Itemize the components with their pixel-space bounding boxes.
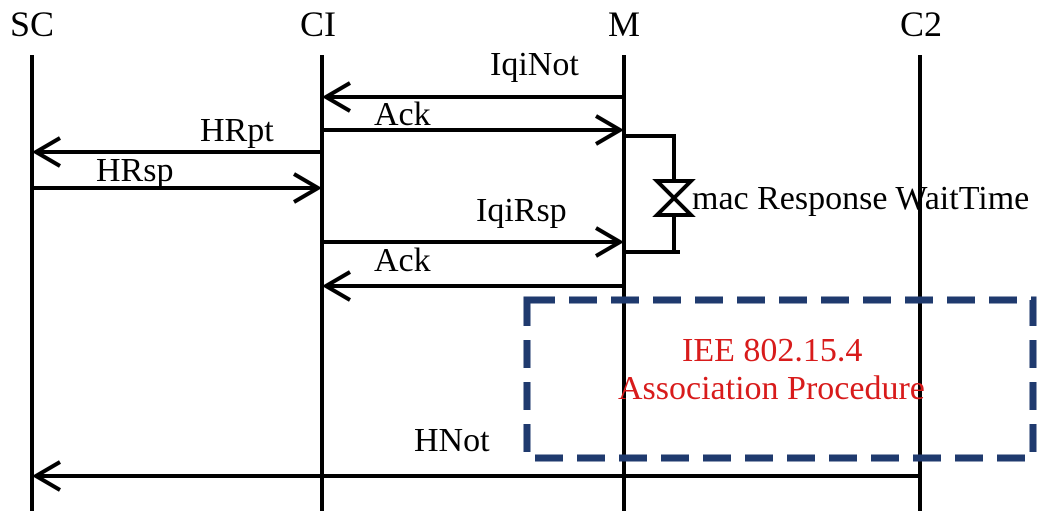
participant-sc-label: SC <box>10 4 55 44</box>
association-procedure-box <box>523 296 1037 462</box>
message-ack-2-label: Ack <box>374 242 431 279</box>
message-ack-2-arrow <box>322 270 622 302</box>
procedure-box-subtitle: Association Procedure <box>618 370 925 407</box>
message-ack-1-arrow <box>322 114 624 146</box>
message-hnot-arrow <box>32 460 920 492</box>
response-wait-timer <box>624 134 696 254</box>
message-hnot-label: HNot <box>414 422 490 459</box>
message-ack-1-label: Ack <box>374 96 431 133</box>
message-iqirsp-label: IqiRsp <box>476 192 567 229</box>
hourglass-icon <box>652 179 696 217</box>
procedure-box-title: IEE 802.15.4 <box>682 332 863 369</box>
participant-m-label: M <box>608 4 641 44</box>
participant-ci-label: CI <box>300 4 336 44</box>
message-hrsp-arrow <box>32 172 322 204</box>
participant-c2-label: C2 <box>900 4 943 44</box>
message-iqinot-label: IqiNot <box>490 46 579 83</box>
message-hrsp-label: HRsp <box>96 152 174 189</box>
message-hrpt-arrow <box>32 136 322 168</box>
message-hrpt-label: HRpt <box>200 112 274 149</box>
message-iqinot-arrow <box>322 81 624 113</box>
message-iqirsp-arrow <box>322 226 624 258</box>
timer-label: mac Response WaitTime <box>692 180 1030 217</box>
